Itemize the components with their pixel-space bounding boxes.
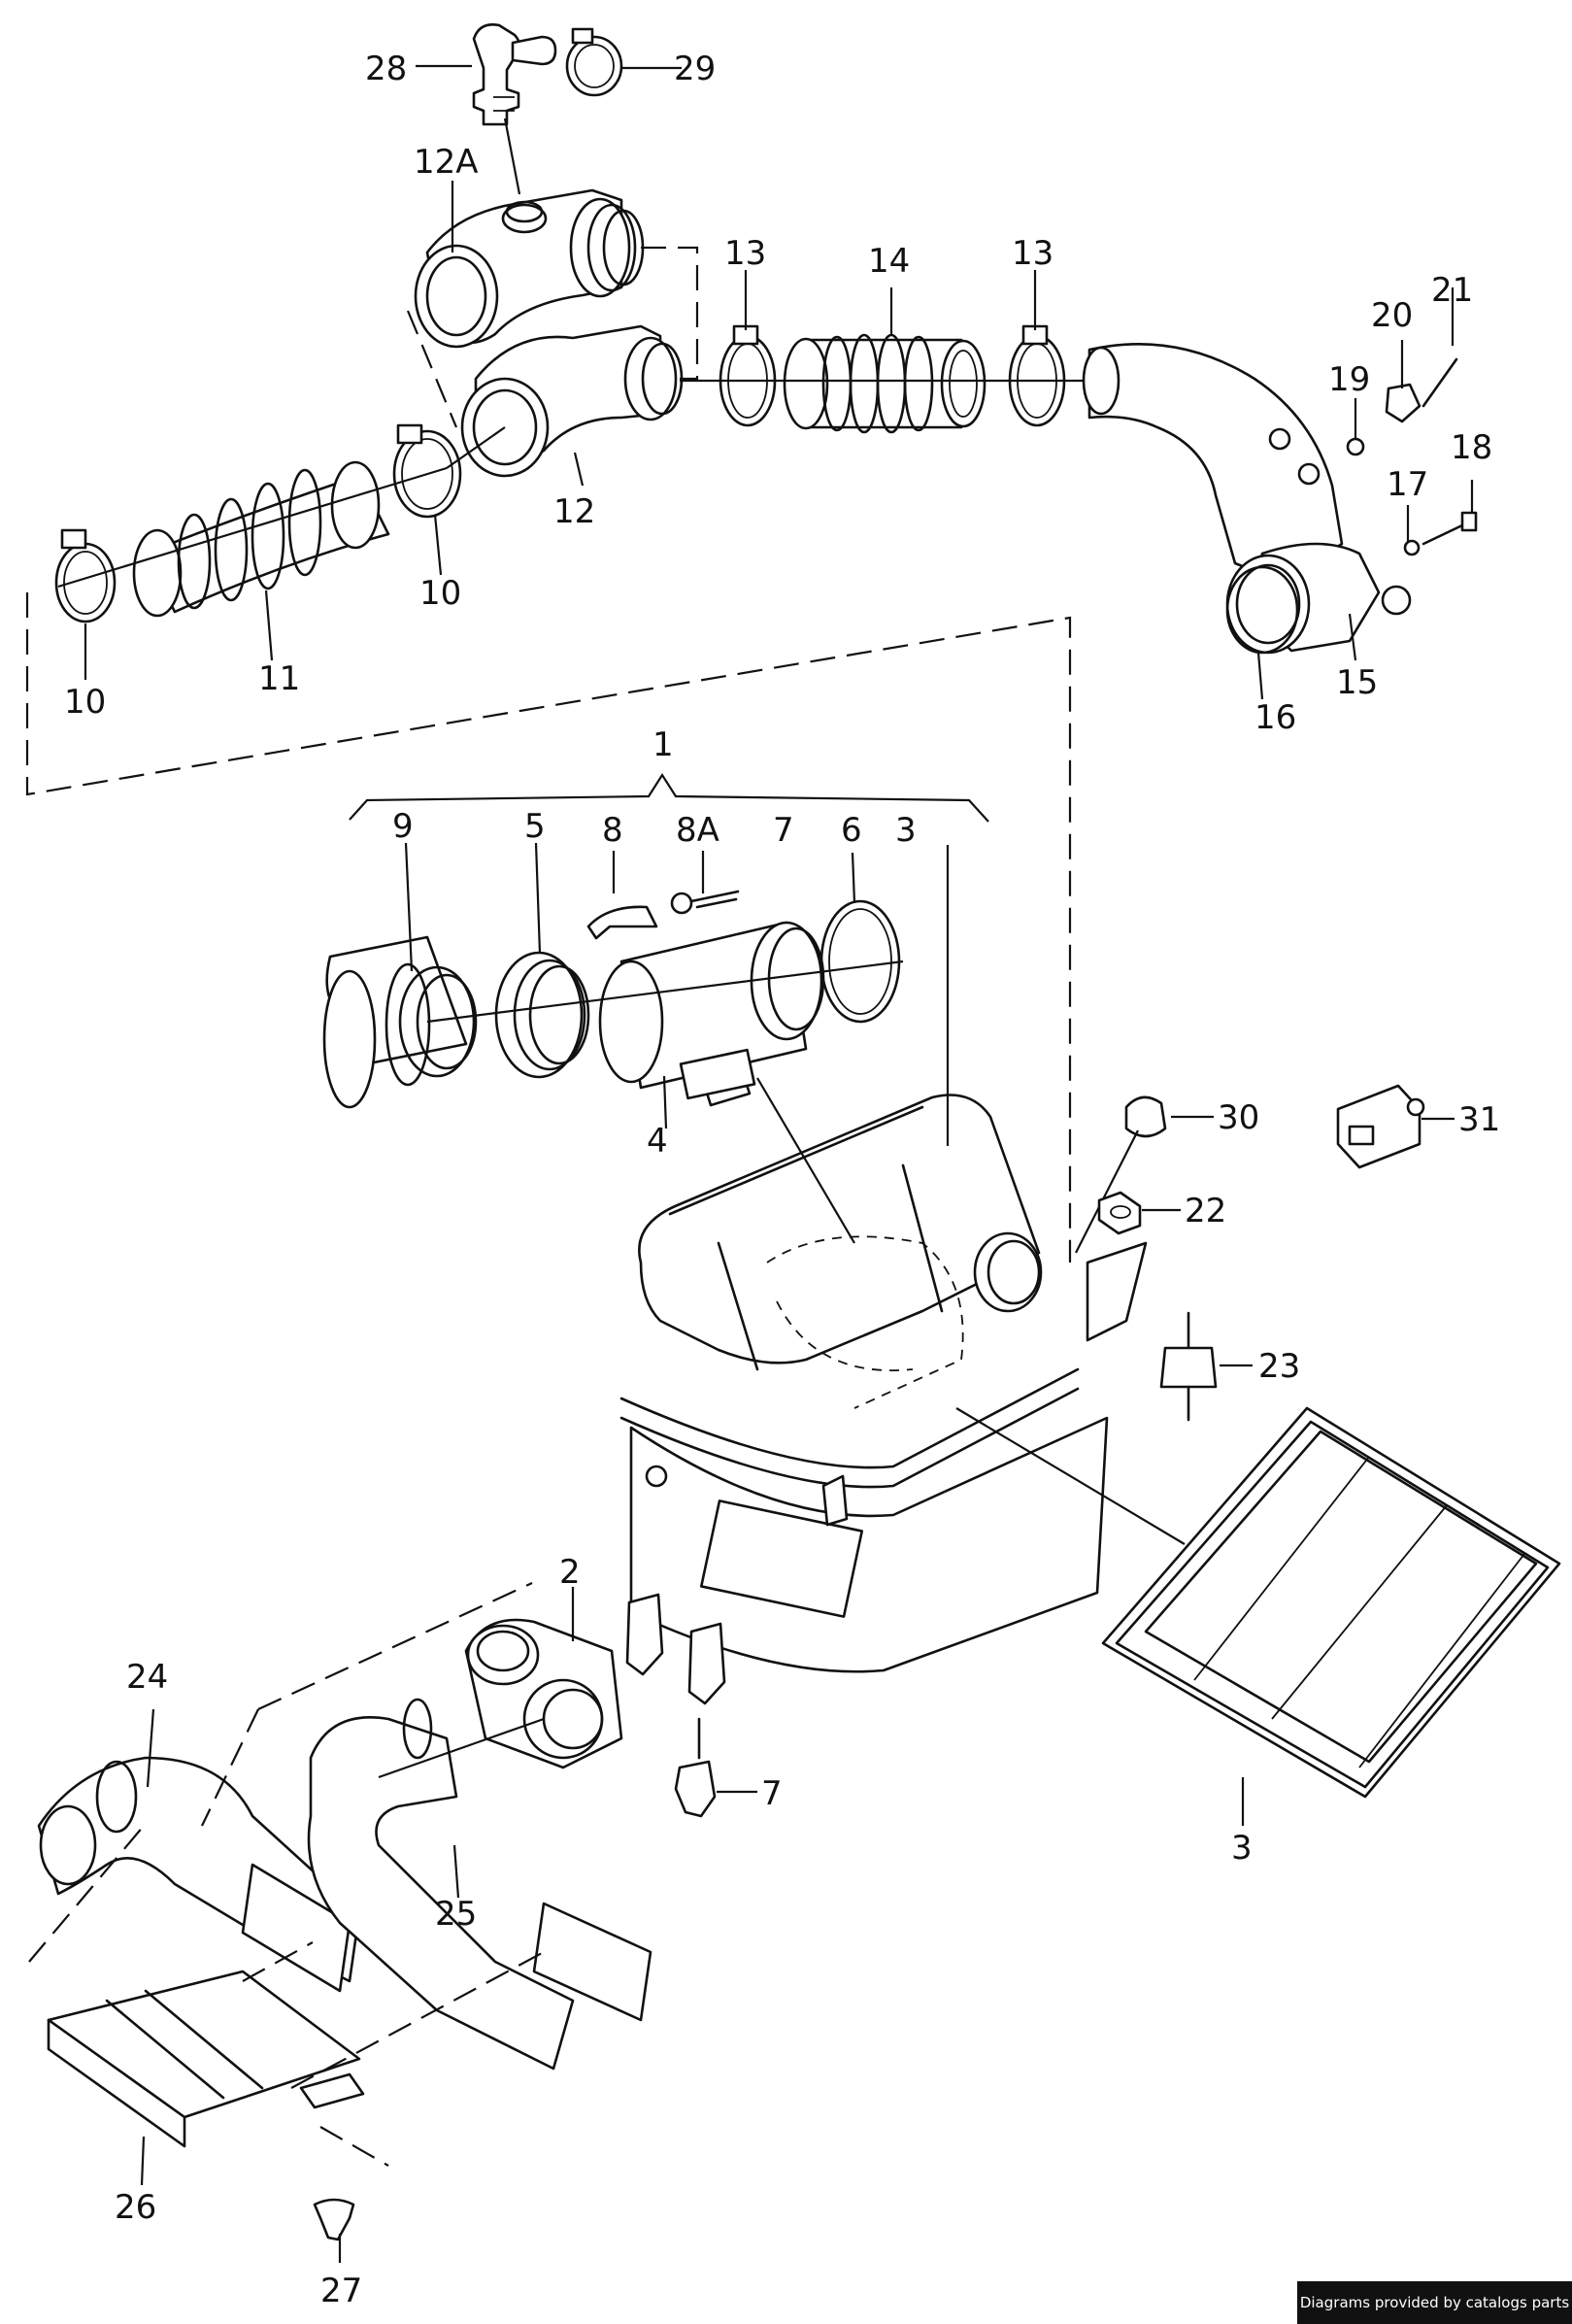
callout-12a: 12A	[414, 143, 479, 182]
breather-elbow-part	[472, 23, 557, 126]
rubber-mount-part	[1159, 1311, 1218, 1422]
callout-3-bottom: 3	[1231, 1829, 1253, 1868]
callout-1: 1	[652, 725, 674, 764]
hose-clamp-left-part	[719, 324, 777, 427]
callout-22: 22	[1185, 1192, 1226, 1230]
air-guide-flange-part	[464, 1618, 623, 1769]
rubber-grommet-part	[1075, 1095, 1167, 1254]
hex-nut-part	[1097, 1191, 1142, 1235]
callout-12: 12	[553, 492, 595, 531]
callout-11: 11	[258, 659, 300, 698]
callout-26: 26	[115, 2188, 156, 2227]
callout-27: 27	[320, 2272, 362, 2310]
callout-10-right: 10	[419, 574, 461, 613]
callout-30: 30	[1218, 1098, 1259, 1137]
callout-18: 18	[1451, 428, 1492, 467]
callout-7-top: 7	[773, 811, 794, 850]
callout-20: 20	[1371, 296, 1413, 335]
callout-8a: 8A	[676, 811, 719, 850]
hose-clamp-small-part	[565, 27, 623, 97]
air-filter-element-part	[1101, 1406, 1561, 1799]
callout-17: 17	[1387, 465, 1428, 504]
intake-pipe-lower-part	[460, 324, 684, 478]
callout-14: 14	[868, 242, 910, 281]
air-mass-meter-part	[598, 921, 825, 1107]
grommet-pin-part	[674, 1717, 717, 1818]
elbow-seal-ring-part	[1225, 565, 1299, 655]
callout-21: 21	[1431, 271, 1473, 310]
seal-ring-5-part	[494, 951, 590, 1079]
sensor-connector-part	[1336, 1084, 1425, 1169]
callout-24: 24	[126, 1658, 168, 1697]
air-intake-channel-part	[47, 1970, 365, 2148]
callout-15: 15	[1336, 663, 1378, 702]
callout-16: 16	[1254, 698, 1296, 737]
air-duct-right-part	[307, 1698, 652, 2071]
self-tapping-screw-part	[670, 890, 740, 915]
callout-23: 23	[1258, 1347, 1300, 1386]
bellows-hose-lower-part	[132, 460, 390, 618]
callout-4: 4	[647, 1122, 668, 1161]
air-inlet-trumpet-part	[322, 935, 478, 1109]
bolt-long-part	[1403, 511, 1478, 556]
bellows-hose-upper-part	[783, 333, 987, 434]
hose-clamp-right-part	[1008, 324, 1066, 427]
credit-badge: Diagrams provided by catalogs parts	[1297, 2281, 1572, 2324]
callout-13-right: 13	[1012, 234, 1054, 273]
callout-19: 19	[1328, 360, 1370, 399]
callout-25: 25	[435, 1895, 477, 1934]
callout-7-bottom: 7	[761, 1774, 783, 1813]
callout-9: 9	[392, 807, 414, 846]
callout-29: 29	[674, 50, 716, 88]
intake-elbow-part	[1082, 342, 1412, 655]
retaining-clip-part	[586, 905, 658, 940]
hose-clamp-lower-right-part	[392, 423, 462, 519]
callout-31: 31	[1458, 1100, 1500, 1139]
callout-28: 28	[365, 50, 407, 88]
callout-6: 6	[841, 811, 862, 850]
air-filter-housing-part	[619, 1094, 1148, 1705]
callout-8: 8	[602, 811, 623, 850]
seal-ring-6-part	[819, 899, 901, 1024]
callout-10-left: 10	[64, 683, 106, 722]
callout-2: 2	[559, 1553, 581, 1592]
expanding-clip-part	[313, 2198, 355, 2241]
callout-5: 5	[524, 807, 546, 846]
callout-3-top: 3	[895, 811, 917, 850]
callout-13-left: 13	[724, 234, 766, 273]
air-duct-left-part	[37, 1756, 361, 1993]
intake-pipe-upper-part	[414, 188, 645, 349]
hose-clamp-lower-left-part	[54, 528, 117, 623]
